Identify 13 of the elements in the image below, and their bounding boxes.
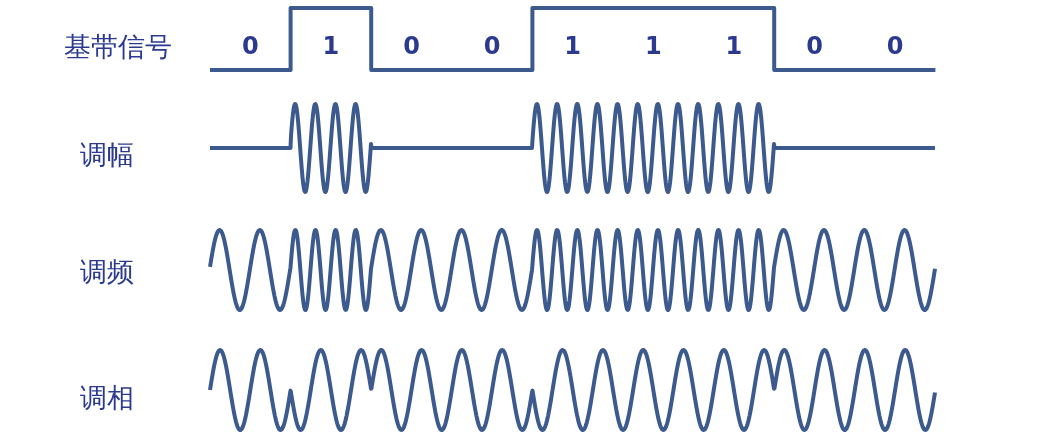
- signal-label: 基带信号: [64, 33, 172, 60]
- bit-value: 1: [725, 34, 743, 58]
- bit-value: 0: [403, 34, 420, 58]
- bit-value: 1: [644, 34, 662, 58]
- signal-label: 调频: [80, 258, 134, 285]
- bit-value: 0: [806, 34, 823, 58]
- bit-value: 0: [886, 34, 904, 58]
- bit-value: 0: [483, 34, 501, 58]
- bit-value: 0: [241, 34, 259, 58]
- signal-label: 调幅: [80, 141, 134, 168]
- bit-value: 1: [322, 34, 340, 58]
- bit-value: 1: [564, 34, 582, 58]
- signal-label: 调相: [80, 384, 134, 411]
